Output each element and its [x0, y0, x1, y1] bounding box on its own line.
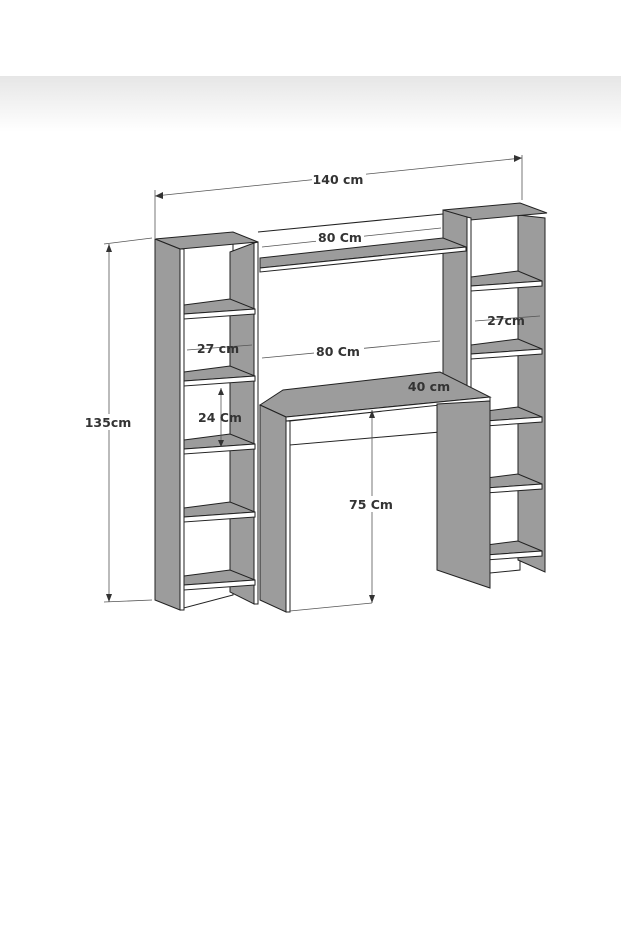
- shelf-edge: [183, 308, 256, 320]
- left-shelf-width-label: 27 cm: [197, 341, 239, 356]
- left-bookcase: [154, 231, 259, 611]
- total-height-label: 135cm: [85, 415, 132, 430]
- desk-height-label: 75 Cm: [349, 497, 393, 512]
- desk-left-leg: [259, 404, 287, 613]
- desk-right-leg: [436, 400, 491, 589]
- shelf-edge: [183, 579, 256, 591]
- upper-shelf-width-label: 80 Cm: [318, 230, 362, 245]
- shelf-edge: [183, 443, 256, 455]
- total-width-label: 140 cm: [313, 172, 364, 187]
- left-unit-side-panel: [154, 238, 181, 611]
- shelf-edge: [470, 348, 543, 360]
- shelf-spacing-label: 24 Cm: [198, 410, 242, 425]
- shelf-edge: [183, 375, 256, 387]
- shelf-edge: [183, 511, 256, 523]
- shelf-edge: [470, 280, 543, 292]
- right-shelf-width-label: 27cm: [487, 313, 525, 328]
- right-unit-outer-panel: [517, 214, 546, 573]
- desk-depth-label: 40 cm: [408, 379, 450, 394]
- desk-width-label: 80 Cm: [316, 344, 360, 359]
- center-desk: [257, 213, 492, 613]
- top-gray-band: [0, 76, 621, 132]
